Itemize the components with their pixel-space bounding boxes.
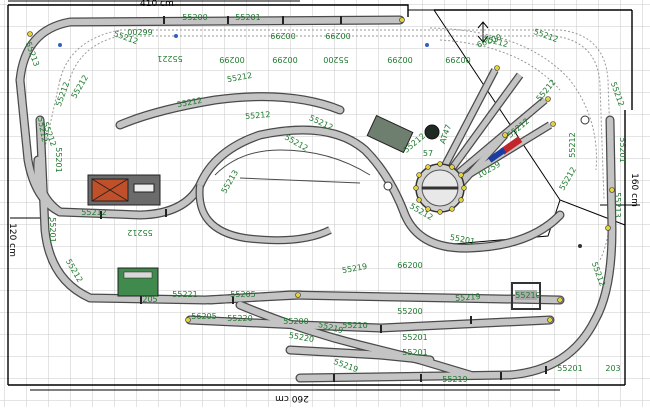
track-label-t58: 55201: [449, 233, 476, 246]
track-label-t8: 55221: [157, 54, 182, 63]
platform-building: [511, 282, 541, 310]
track-label-t65: 55212: [245, 110, 271, 121]
turntable-spurs: [436, 68, 553, 188]
water-tower: [424, 124, 440, 140]
track-label-t44: 55201: [557, 364, 582, 373]
dimension-bottom: 260 cm: [275, 393, 309, 403]
track-label-t64: 55212: [176, 96, 203, 109]
track-label-t36: 55205: [230, 290, 255, 299]
track-label-t26: 55201: [618, 137, 627, 162]
track-label-t55: 55212: [568, 132, 577, 157]
buffer-stops: [27, 17, 615, 323]
track-label-t35: 55221: [172, 290, 197, 299]
track-label-t18: 55212: [36, 116, 49, 143]
track-label-t1: 55200: [182, 13, 207, 22]
track-beds: [15, 15, 617, 383]
track-label-t17: 55201: [54, 147, 63, 172]
track-label-t33: 66200: [397, 261, 422, 270]
track-label-t13: 00299: [445, 55, 470, 64]
track-label-t49: 55210: [515, 291, 540, 300]
engine-shed: [366, 114, 414, 154]
track-label-t48: 55219: [442, 375, 467, 384]
dimension-left: 120 cm: [7, 223, 17, 257]
track-label-t37: 55220: [227, 314, 252, 323]
inner-loop: [195, 149, 371, 245]
track-label-t41: 55200: [397, 307, 422, 316]
track-label-t10: 00299: [272, 55, 297, 64]
track-label-t20: 55212: [127, 228, 152, 237]
track-label-t46: 55219: [455, 292, 481, 303]
track-label-t6: 00299: [325, 31, 350, 40]
track-label-t28: 55213: [613, 192, 622, 217]
track-label-t53: 57: [423, 149, 433, 158]
track-label-t3: 00299: [127, 28, 152, 37]
track-label-t51: 55220: [288, 331, 315, 344]
track-label-t40: 55210: [342, 321, 367, 330]
track-label-t9: 00299: [219, 55, 244, 64]
track-label-t2: 55201: [235, 13, 260, 22]
dots: [58, 34, 429, 47]
dimension-top: 410 cm: [140, 0, 174, 9]
track-label-t32: 55219: [341, 262, 368, 275]
track-joints: [100, 16, 547, 382]
turntable: [413, 161, 467, 215]
track-label-t11: 55200: [323, 55, 348, 64]
track-label-t38: 55200: [283, 317, 308, 326]
dimension-labels: 410 cm 260 cm 120 cm 160 cm: [7, 0, 639, 403]
track-label-t43: 55201: [402, 348, 427, 357]
track-label-t23: 55201: [48, 217, 57, 242]
track-label-t50: 56205: [191, 312, 216, 321]
track-label-t12: 00299: [387, 55, 412, 64]
track-label-t19: 55212: [81, 208, 106, 217]
structures: [87, 114, 590, 310]
track-label-t5: 00299: [270, 31, 295, 40]
board-outline: [7, 4, 633, 386]
track-label-t42: 55201: [402, 333, 427, 342]
dimension-right: 160 cm: [629, 173, 639, 207]
track-label-t63: 55212: [226, 71, 253, 84]
track-label-t45: 203: [605, 364, 620, 373]
track-label-t34: 205: [142, 295, 157, 304]
